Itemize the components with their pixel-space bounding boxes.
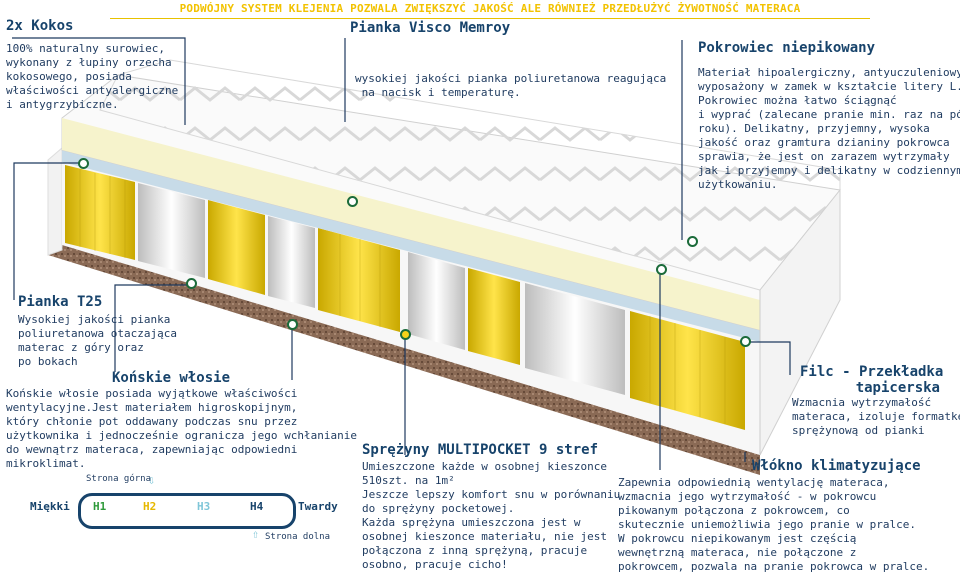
felt-layer <box>62 150 760 342</box>
sprezyny-marker <box>400 329 411 340</box>
banner-underline <box>110 18 870 19</box>
hardness-h2: H2 <box>143 500 157 513</box>
wlosie-title: Końskie włosie <box>112 370 231 386</box>
top-banner: PODWÓJNY SYSTEM KLEJENIA POZWALA ZWIĘKSZ… <box>110 2 870 18</box>
pokrowiec-title: Pokrowiec niepikowany <box>698 40 876 56</box>
spring-zones <box>65 165 745 430</box>
horse-hair-layer <box>48 240 760 475</box>
visco-text: wysokiej jakości pianka poliuretanowa re… <box>355 72 667 99</box>
wlokno-text: Zapewnia odpowiednią wentylację materaca… <box>618 476 930 573</box>
wlokno-title: Włókno klimatyzujące <box>752 458 921 474</box>
pokrowiec-text: Materiał hipoalergiczny, antyuczuleniowy… <box>698 66 960 191</box>
strona-dolna-label: Strona dolna <box>265 532 331 542</box>
wlosie-marker <box>287 319 298 330</box>
soft-label: Miękki <box>30 500 70 513</box>
hardness-h3: H3 <box>197 500 211 513</box>
arrow-down-icon: ⇩ <box>148 473 156 487</box>
hardness-scale <box>78 493 296 529</box>
arrow-up-icon: ⇧ <box>252 527 260 541</box>
strona-gorna-label: Strona górna <box>86 474 152 484</box>
hardness-h1: H1 <box>93 500 107 513</box>
wlokno-marker <box>656 264 667 275</box>
leader-lines <box>12 37 791 470</box>
hard-label: Twardy <box>298 500 338 513</box>
kokos-text: 100% naturalny surowiec,wykonany z łupin… <box>6 42 179 111</box>
visco-marker <box>347 196 358 207</box>
hardness-h4: H4 <box>250 500 264 513</box>
kokos-marker <box>78 158 89 169</box>
kokos-title: 2x Kokos <box>6 18 74 34</box>
t25-marker <box>186 278 197 289</box>
wlosie-text: Końskie włosie posiada wyjątkowe właściw… <box>6 387 357 470</box>
t25-title: Pianka T25 <box>18 294 103 310</box>
filc-marker <box>740 336 751 347</box>
pokrowiec-marker <box>687 236 698 247</box>
visco-title: Pianka Visco Memroy <box>350 20 511 36</box>
sprezyny-title: Sprężyny MULTIPOCKET 9 stref <box>362 442 599 458</box>
